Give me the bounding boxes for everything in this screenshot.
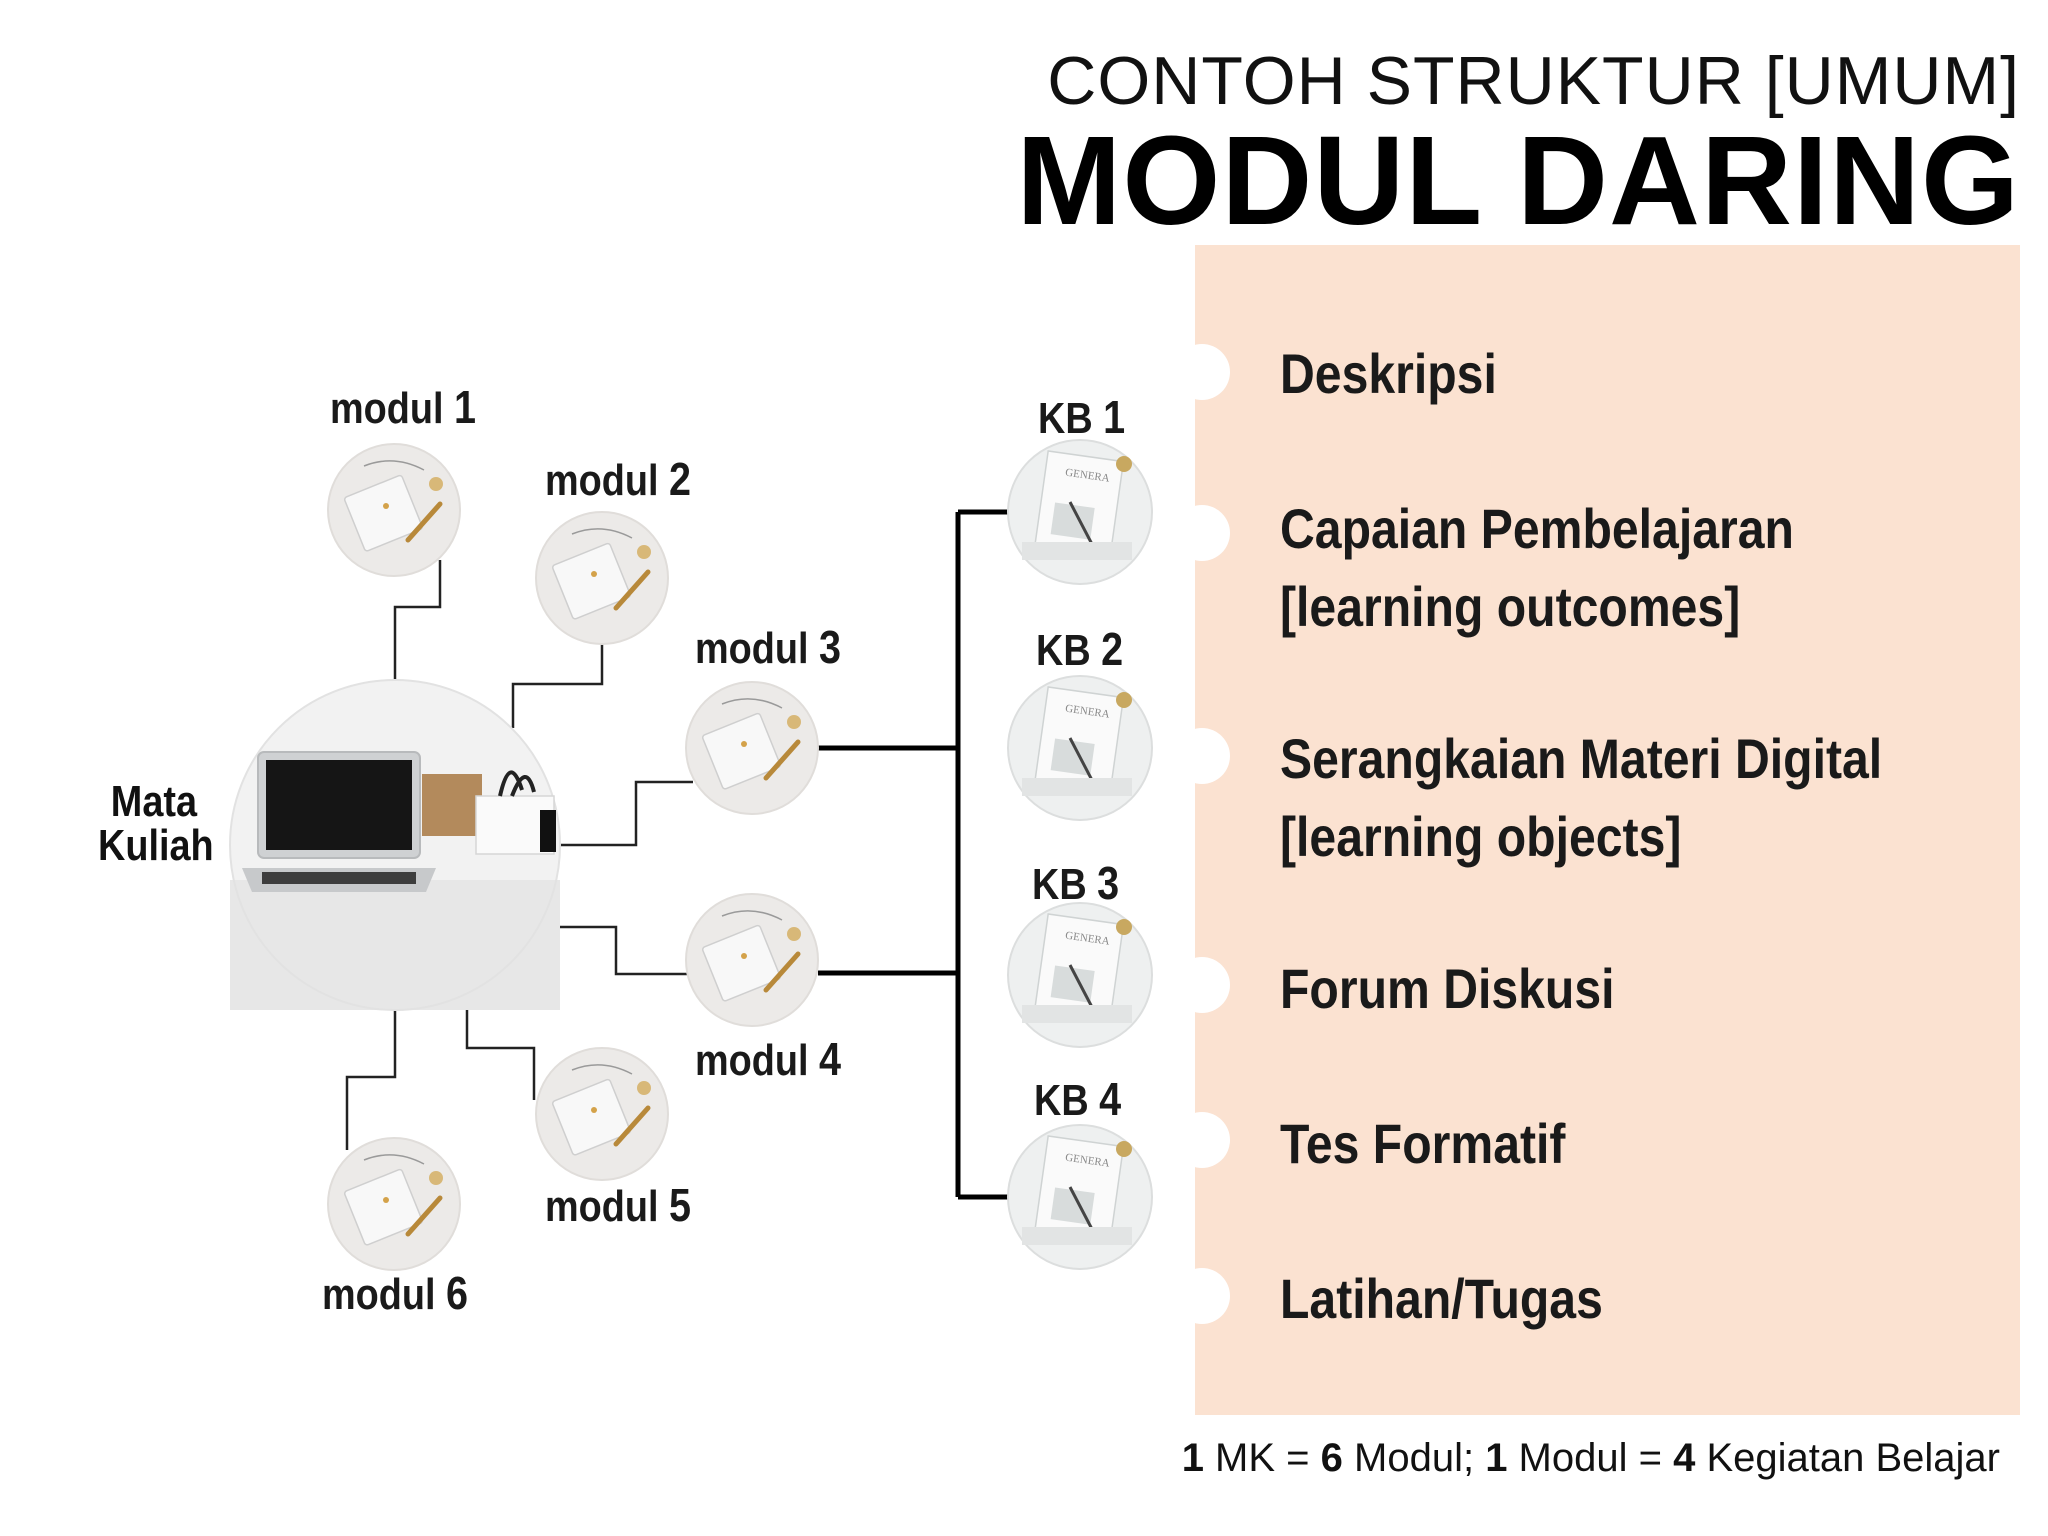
connector-line — [540, 925, 693, 976]
component-label: Serangkaian Materi Digital — [1280, 727, 1883, 790]
panel-notch — [1174, 957, 1230, 1013]
kb-photo-4 — [1006, 1123, 1154, 1271]
panel-notch — [1174, 1268, 1230, 1324]
component-label: Tes Formatif — [1280, 1112, 1566, 1175]
module-label-6: modul 6 — [322, 1267, 469, 1319]
kb-label-2: KB 2 — [1036, 623, 1124, 675]
panel-notch — [1174, 344, 1230, 400]
connector-line — [465, 1005, 536, 1100]
component-label: Forum Diskusi — [1280, 957, 1615, 1020]
component-label: Capaian Pembelajaran — [1280, 497, 1794, 560]
component-latihan: Latihan/Tugas — [1280, 1260, 1899, 1338]
component-forum: Forum Diskusi — [1280, 950, 1899, 1028]
panel-notch — [1174, 728, 1230, 784]
module-photo-1 — [328, 444, 460, 576]
component-tes: Tes Formatif — [1280, 1105, 1899, 1183]
module-photo-2 — [536, 512, 668, 644]
kb-photo-2 — [1006, 674, 1154, 822]
component-label: Latihan/Tugas — [1280, 1267, 1603, 1330]
course-label-line2: Kuliah — [98, 821, 214, 870]
module-photo-6 — [328, 1138, 460, 1270]
connector-line — [540, 780, 693, 847]
title-subtitle: CONTOH STRUKTUR [UMUM] — [1047, 43, 2020, 119]
footer-summary: 1 MK = 6 Modul; 1 Modul = 4 Kegiatan Bel… — [1181, 1436, 2000, 1480]
connector-line — [511, 644, 604, 728]
connector-line — [345, 1010, 397, 1150]
connector-line — [393, 560, 442, 680]
course-photo — [229, 679, 561, 1011]
kb-photo-1 — [1006, 438, 1154, 586]
module-label-2: modul 2 — [545, 453, 692, 505]
components-panel — [1195, 245, 2020, 1415]
kb-label-1: KB 1 — [1038, 391, 1126, 443]
module-label-5: modul 5 — [545, 1179, 692, 1231]
panel-notch — [1174, 505, 1230, 561]
module-label-1: modul 1 — [330, 381, 477, 433]
kb-label-3: KB 3 — [1032, 857, 1120, 909]
module-photo-4 — [686, 894, 818, 1026]
component-sublabel: [learning objects] — [1280, 805, 1682, 868]
component-materi: Serangkaian Materi Digital [learning obj… — [1280, 720, 1899, 876]
kb-photo-3 — [1006, 901, 1154, 1049]
component-deskripsi: Deskripsi — [1280, 335, 1899, 413]
course-label: Mata Kuliah — [98, 777, 214, 870]
title-main: MODUL DARING — [1016, 110, 2020, 251]
kb-label-4: KB 4 — [1034, 1073, 1122, 1125]
module-label-4: modul 4 — [695, 1033, 842, 1085]
module-photo-5 — [536, 1048, 668, 1180]
course-label-line1: Mata — [110, 777, 198, 826]
panel-notch — [1174, 1112, 1230, 1168]
component-sublabel: [learning outcomes] — [1280, 575, 1741, 638]
module-photo-3 — [686, 682, 818, 814]
component-capaian: Capaian Pembelajaran [learning outcomes] — [1280, 490, 1899, 646]
component-label: Deskripsi — [1280, 342, 1497, 405]
module-label-3: modul 3 — [695, 621, 842, 673]
